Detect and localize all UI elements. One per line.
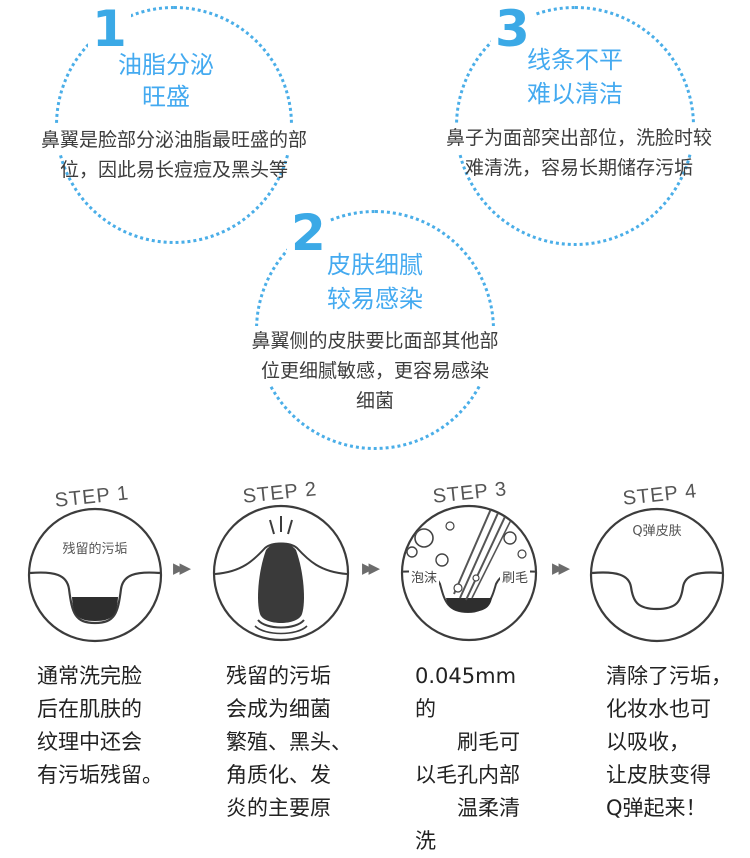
- feature-1-title-line2: 旺盛: [142, 83, 190, 111]
- arrow-2-icon: ▶▶: [362, 559, 380, 577]
- arrow-3-icon: ▶▶: [552, 559, 570, 577]
- step-1-description: 通常洗完脸 后在肌肤的 纹理中还会 有污垢残留。: [37, 664, 163, 787]
- feature-2-number: 2: [287, 208, 330, 258]
- step-4-description: 清除了污垢， 化妆水也可 以吸收， 让皮肤变得 Q弹起来！: [606, 664, 732, 820]
- feature-3-number: 3: [491, 4, 534, 54]
- feature-2-title-line1: 皮肤细腻: [327, 251, 423, 279]
- feature-2-desc-line3: 细菌: [355, 390, 394, 412]
- feature-3-title-line2: 难以清洁: [527, 80, 623, 108]
- feature-3-desc-line1: 鼻子为面部突出部位，洗脸时较: [420, 123, 738, 153]
- step-1-pore-illustration: [27, 507, 163, 643]
- feature-2-desc-line1: 鼻翼侧的皮肤要比面部其他部: [222, 326, 528, 356]
- feature-1-desc-line2: 位，因此易长痘痘及黑头等: [59, 159, 288, 181]
- step-3-pore-illustration: [400, 504, 538, 642]
- arrow-1-icon: ▶▶: [173, 559, 191, 577]
- step-4-inner-label: Q弹皮肤: [632, 524, 682, 539]
- step-1-inner-label: 残留的污垢: [62, 542, 128, 557]
- feature-2-title-line2: 较易感染: [327, 285, 423, 313]
- step-3-description: 0.045mm的 刷毛可 以毛孔内部 温柔清 洗: [415, 664, 520, 853]
- feature-1-title-line1: 油脂分泌: [118, 51, 214, 79]
- feature-1-number: 1: [88, 4, 131, 54]
- feature-3-desc-line2: 难清洗，容易长期储存污垢: [464, 157, 693, 179]
- step-3-bristle-label: 刷毛: [500, 567, 531, 586]
- step-2-description: 残留的污垢 会成为细菌 繁殖、黑头、 角质化、发 炎的主要原: [226, 664, 352, 820]
- feature-2-desc-line2: 位更细腻敏感，更容易感染: [222, 356, 528, 386]
- step-3-foam-label: 泡沫: [409, 567, 440, 586]
- step-2-pore-illustration: [212, 504, 350, 642]
- feature-1-desc-line1: 鼻翼是脸部分泌油脂最旺盛的部: [14, 125, 334, 155]
- step-4-pore-illustration: [589, 507, 725, 643]
- feature-3-title-line1: 线条不平: [527, 46, 623, 74]
